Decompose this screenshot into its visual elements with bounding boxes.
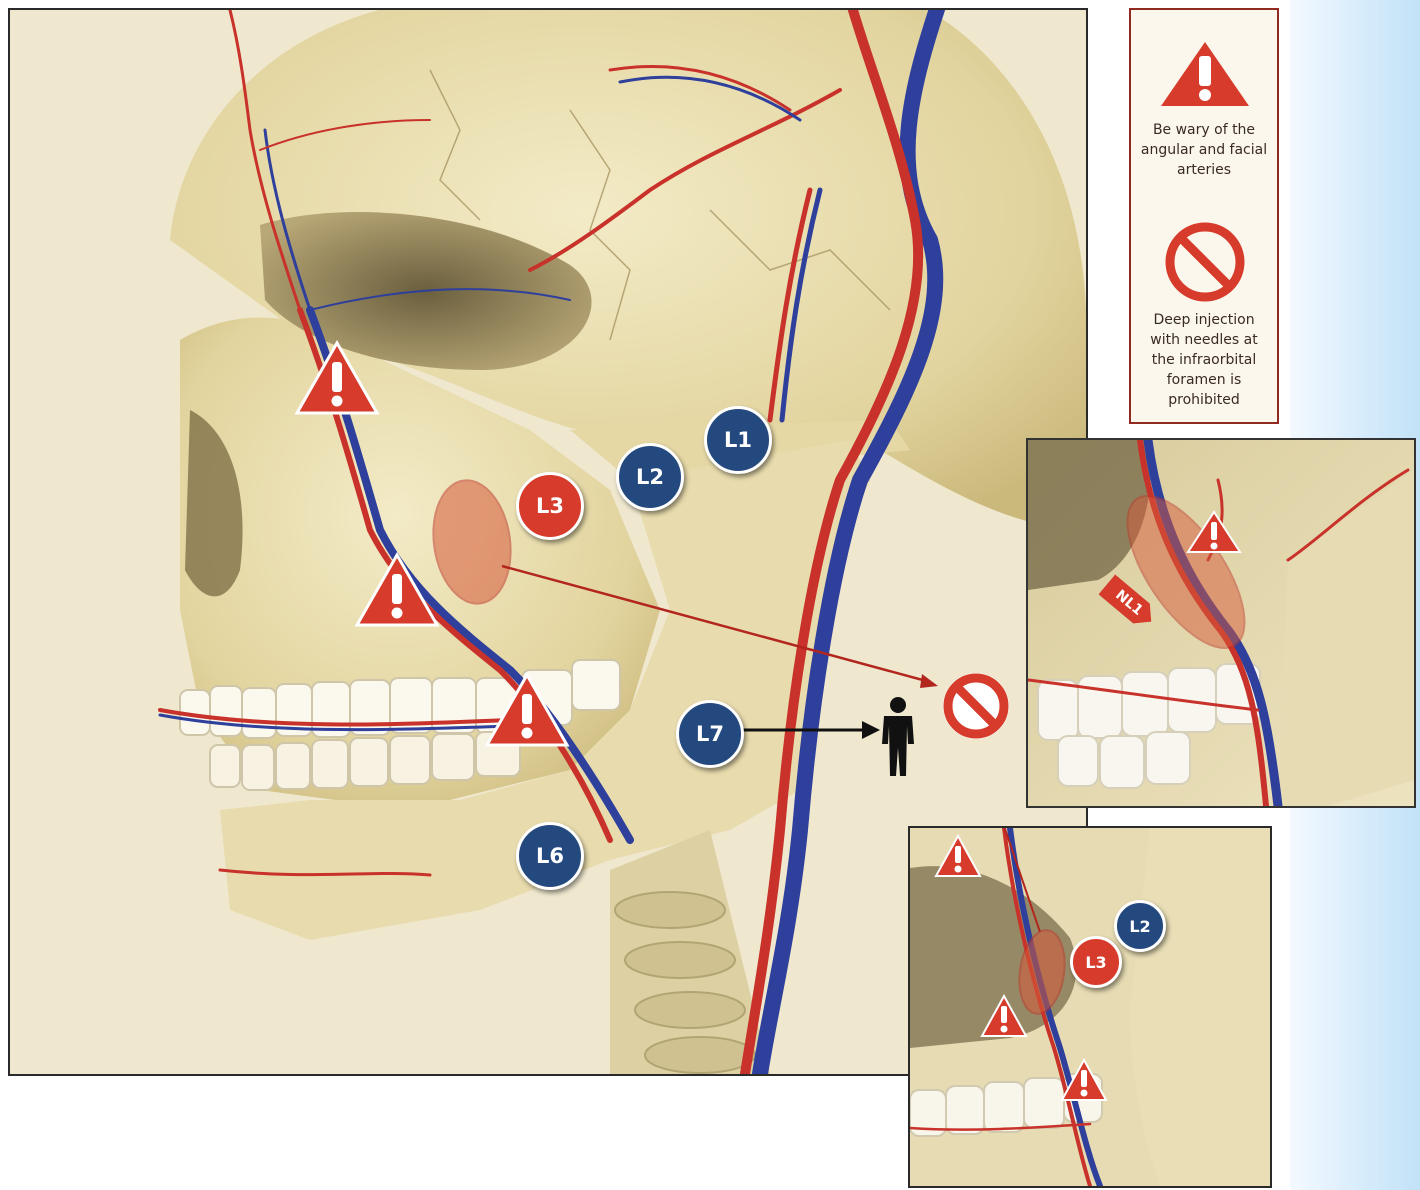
warning-triangle-icon (294, 340, 380, 416)
injection-point-l3: L3 (516, 472, 584, 540)
inset-nasolabial-drawing (1028, 440, 1414, 806)
injection-point-l7: L7 (676, 700, 744, 768)
warning-triangle-icon (1159, 40, 1251, 108)
injection-point-l6: L6 (516, 822, 584, 890)
warning-triangle-icon (934, 834, 982, 878)
warning-triangle-icon (484, 672, 570, 748)
inset-nasolabial-view: NL1 (1026, 438, 1416, 808)
warning-legend-text: Be wary of the angular and facial arteri… (1137, 120, 1271, 180)
warning-triangle-icon (1060, 1058, 1108, 1102)
no-entry-icon (940, 670, 1012, 742)
legend-box: Be wary of the angular and facial arteri… (1129, 8, 1279, 424)
prohibited-legend-text: Deep injection with needles at the infra… (1137, 310, 1271, 410)
inset-injection-point-l2: L2 (1114, 900, 1166, 952)
inset-infraorbital-drawing (910, 828, 1270, 1186)
injection-point-l2: L2 (616, 443, 684, 511)
warning-triangle-icon (980, 994, 1028, 1038)
warning-triangle-icon (354, 552, 440, 628)
injection-point-l1: L1 (704, 406, 772, 474)
person-icon (878, 696, 918, 776)
no-entry-icon (1163, 220, 1247, 304)
inset-injection-point-l3: L3 (1070, 936, 1122, 988)
inset-infraorbital-view: L2 L3 (908, 826, 1272, 1188)
